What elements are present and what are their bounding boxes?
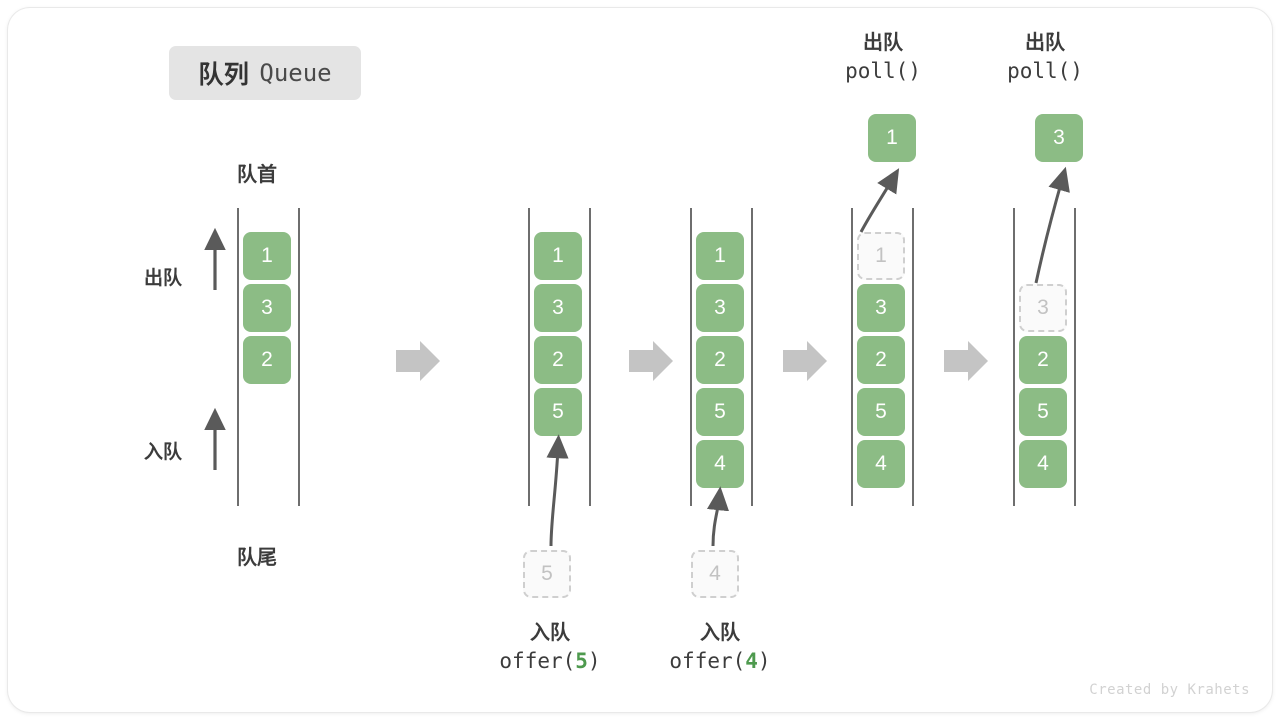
queue-element: 2	[857, 336, 905, 384]
queue-element: 2	[1019, 336, 1067, 384]
queue-element: 3	[243, 284, 291, 332]
poll-2-caption-code: poll()	[1007, 59, 1083, 83]
enqueue-side-label: 入队	[144, 442, 183, 463]
queue-element: 2	[243, 336, 291, 384]
queue-popped-element: 3	[1035, 114, 1083, 162]
queue-tail-label: 队尾	[237, 547, 277, 569]
queue-element: 4	[696, 440, 744, 488]
queue-rail-right	[589, 208, 591, 506]
queue-element: 2	[534, 336, 582, 384]
queue-rail-left	[237, 208, 239, 506]
queue-rail-left	[690, 208, 692, 506]
offer-5-caption: 入队 offer(5)	[440, 620, 660, 675]
queue-element: 5	[696, 388, 744, 436]
queue-element: 1	[534, 232, 582, 280]
queue-element: 1	[696, 232, 744, 280]
offer-4-caption-code: offer(4)	[669, 649, 771, 673]
queue-rail-right	[1074, 208, 1076, 506]
offer-5-caption-cn: 入队	[530, 622, 570, 644]
diagram-title-en: Queue	[259, 59, 332, 87]
watermark: Created by Krahets	[1089, 682, 1250, 698]
queue-element: 3	[534, 284, 582, 332]
queue-rail-left	[851, 208, 853, 506]
queue-ghost-element: 5	[523, 550, 571, 598]
queue-element: 1	[243, 232, 291, 280]
poll-2-caption-cn: 出队	[1025, 32, 1065, 54]
queue-rail-right	[912, 208, 914, 506]
queue-element: 4	[857, 440, 905, 488]
queue-head-label: 队首	[237, 164, 277, 186]
queue-element: 3	[857, 284, 905, 332]
queue-rail-right	[298, 208, 300, 506]
diagram-title-badge: 队列 Queue	[169, 46, 361, 100]
queue-popped-element: 1	[868, 114, 916, 162]
queue-ghost-element: 3	[1019, 284, 1067, 332]
queue-element: 5	[857, 388, 905, 436]
poll-1-caption: 出队 poll()	[793, 30, 973, 85]
offer-4-caption-cn: 入队	[700, 622, 740, 644]
queue-rail-left	[528, 208, 530, 506]
queue-element: 2	[696, 336, 744, 384]
queue-rail-left	[1013, 208, 1015, 506]
dequeue-side-label: 出队	[144, 268, 183, 289]
queue-rail-right	[751, 208, 753, 506]
queue-ghost-element: 4	[691, 550, 739, 598]
queue-element: 3	[696, 284, 744, 332]
queue-element: 5	[1019, 388, 1067, 436]
offer-5-caption-code: offer(5)	[499, 649, 601, 673]
queue-ghost-element: 1	[857, 232, 905, 280]
queue-element: 5	[534, 388, 582, 436]
offer-4-caption: 入队 offer(4)	[610, 620, 830, 675]
diagram-card	[8, 8, 1272, 712]
poll-1-caption-code: poll()	[845, 59, 921, 83]
poll-1-caption-cn: 出队	[863, 32, 903, 54]
diagram-title-cn: 队列	[198, 61, 250, 89]
queue-element: 4	[1019, 440, 1067, 488]
poll-2-caption: 出队 poll()	[955, 30, 1135, 85]
